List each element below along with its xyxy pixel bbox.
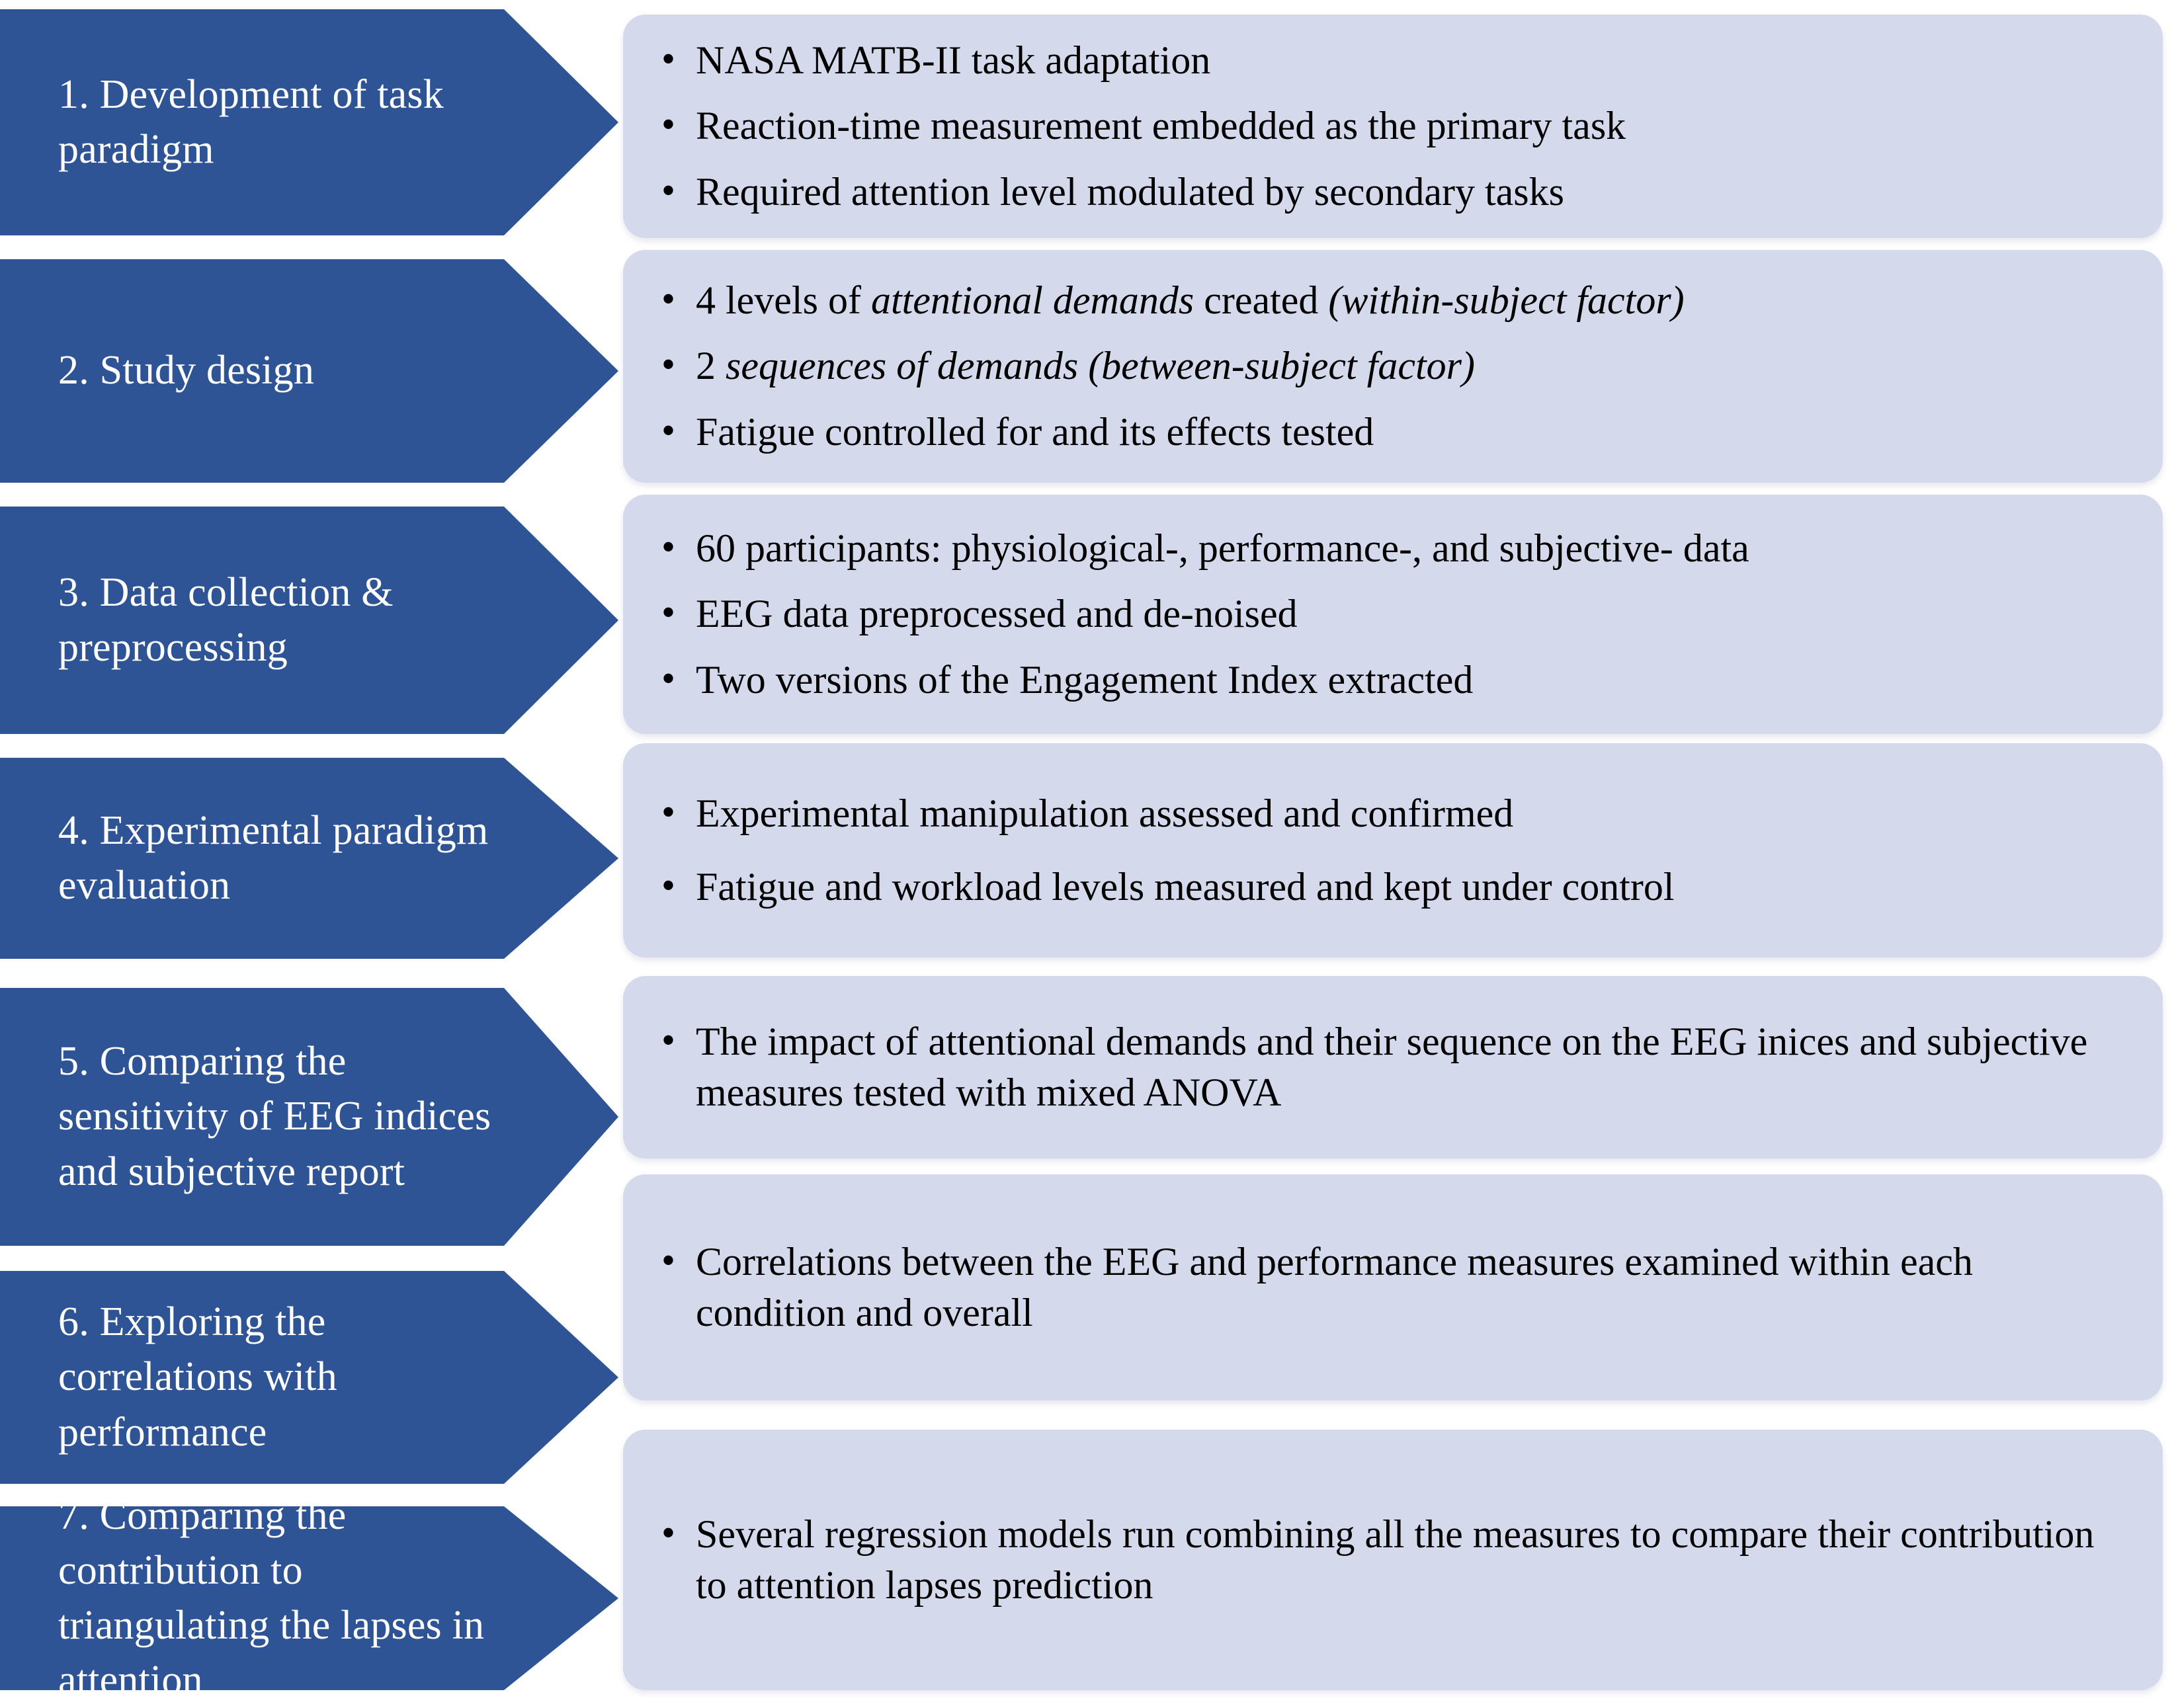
- stage-arrow-6: 6. Exploring the correlations with perfo…: [0, 1271, 618, 1484]
- bullet-item: Several regression models run combining …: [657, 1508, 2130, 1611]
- stage-bullet-list: NASA MATB-II task adaptationReaction-tim…: [657, 34, 2130, 218]
- stage-arrow-label: 2. Study design: [58, 348, 315, 393]
- stage-detail-panel-7: Several regression models run combining …: [623, 1430, 2163, 1690]
- bullet-text: Several regression models run combining …: [696, 1512, 2095, 1607]
- stage-arrow-label: 5. Comparing the sensitivity of EEG indi…: [58, 1039, 491, 1194]
- stage-arrow-4: 4. Experimental paradigm evaluation: [0, 758, 618, 959]
- bullet-text-emphasis: (within-subject factor): [1328, 278, 1685, 322]
- bullet-item: 2 sequences of demands (between-subject …: [657, 339, 2130, 391]
- stage-arrow-label: 4. Experimental paradigm evaluation: [58, 807, 489, 908]
- stage-bullet-list: Correlations between the EEG and perform…: [657, 1235, 2130, 1339]
- bullet-item: Required attention level modulated by se…: [657, 165, 2130, 218]
- bullet-item: NASA MATB-II task adaptation: [657, 34, 2130, 86]
- bullet-text: NASA MATB-II task adaptation: [696, 38, 1211, 82]
- bullet-text-emphasis: attentional demands: [870, 278, 1194, 322]
- bullet-text: 60 participants: physiological-, perform…: [696, 526, 1749, 570]
- bullet-text: Two versions of the Engagement Index ext…: [696, 657, 1474, 702]
- stage-bullet-list: 60 participants: physiological-, perform…: [657, 522, 2130, 706]
- bullet-item: 60 participants: physiological-, perform…: [657, 522, 2130, 574]
- bullet-text: Experimental manipulation assessed and c…: [696, 791, 1514, 835]
- bullet-item: Correlations between the EEG and perform…: [657, 1235, 2130, 1339]
- stage-bullet-list: Several regression models run combining …: [657, 1508, 2130, 1611]
- bullet-text: created: [1194, 278, 1329, 322]
- bullet-text: Required attention level modulated by se…: [696, 169, 1564, 214]
- bullet-text: 4 levels of: [696, 278, 871, 322]
- stage-detail-panel-6: Correlations between the EEG and perform…: [623, 1174, 2163, 1401]
- stage-bullet-list: The impact of attentional demands and th…: [657, 1015, 2130, 1119]
- stage-arrow-label: 3. Data collection & preprocessing: [58, 569, 394, 670]
- bullet-item: Experimental manipulation assessed and c…: [657, 787, 2130, 839]
- stage-detail-panel-4: Experimental manipulation assessed and c…: [623, 743, 2163, 957]
- bullet-text: Correlations between the EEG and perform…: [696, 1239, 1973, 1334]
- stage-arrow-2: 2. Study design: [0, 259, 618, 483]
- bullet-text: Fatigue controlled for and its effects t…: [696, 409, 1374, 454]
- stage-arrow-label: 7. Comparing the contribution to triangu…: [58, 1492, 485, 1703]
- bullet-text: Reaction-time measurement embedded as th…: [696, 104, 1626, 148]
- bullet-text: EEG data preprocessed and de-noised: [696, 592, 1298, 636]
- bullet-item: EEG data preprocessed and de-noised: [657, 587, 2130, 639]
- bullet-text: The impact of attentional demands and th…: [696, 1019, 2088, 1114]
- stage-arrow-3: 3. Data collection & preprocessing: [0, 507, 618, 734]
- stage-detail-panel-5: The impact of attentional demands and th…: [623, 976, 2163, 1159]
- stage-detail-panel-1: NASA MATB-II task adaptationReaction-tim…: [623, 15, 2163, 238]
- stage-bullet-list: Experimental manipulation assessed and c…: [657, 787, 2130, 913]
- stage-arrow-1: 1. Development of task paradigm: [0, 9, 618, 235]
- bullet-text: Fatigue and workload levels measured and…: [696, 865, 1675, 909]
- bullet-text-emphasis: sequences of demands (between-subject fa…: [726, 344, 1475, 388]
- bullet-text: 2: [696, 344, 726, 388]
- bullet-item: Reaction-time measurement embedded as th…: [657, 99, 2130, 151]
- bullet-item: The impact of attentional demands and th…: [657, 1015, 2130, 1119]
- bullet-item: Fatigue controlled for and its effects t…: [657, 405, 2130, 458]
- bullet-item: Fatigue and workload levels measured and…: [657, 860, 2130, 913]
- stage-arrow-7: 7. Comparing the contribution to triangu…: [0, 1506, 618, 1690]
- stage-bullet-list: 4 levels of attentional demands created …: [657, 274, 2130, 458]
- bullet-item: 4 levels of attentional demands created …: [657, 274, 2130, 326]
- stage-detail-panel-3: 60 participants: physiological-, perform…: [623, 495, 2163, 734]
- stage-detail-panel-2: 4 levels of attentional demands created …: [623, 250, 2163, 483]
- bullet-item: Two versions of the Engagement Index ext…: [657, 653, 2130, 706]
- stage-arrow-5: 5. Comparing the sensitivity of EEG indi…: [0, 988, 618, 1246]
- stage-arrow-label: 1. Development of task paradigm: [58, 71, 444, 172]
- stage-arrow-label: 6. Exploring the correlations with perfo…: [58, 1299, 337, 1455]
